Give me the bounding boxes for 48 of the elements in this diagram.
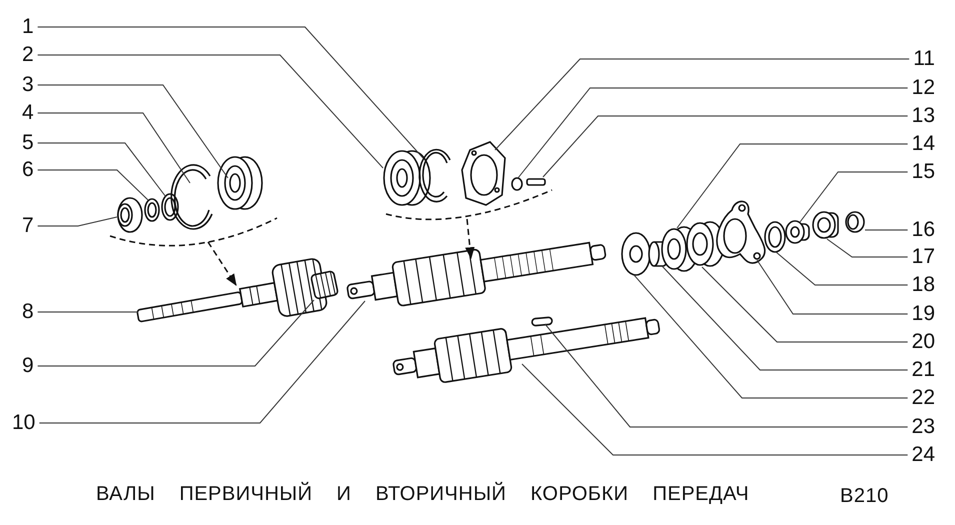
caption: ВАЛЫ ПЕРВИЧНЫЙ И ВТОРИЧНЫЙ КОРОБКИ ПЕРЕДАЧ (96, 483, 750, 506)
callout-number: 22 (912, 387, 935, 409)
callout-number: 11 (913, 48, 935, 70)
callout-number: 8 (22, 301, 34, 323)
leader-line (676, 144, 908, 228)
leader-line (826, 238, 908, 258)
callout-number: 13 (912, 105, 935, 127)
callout-number: 15 (912, 161, 935, 183)
leader-line (37, 26, 424, 158)
leader-line (776, 252, 908, 286)
leader-line (662, 266, 908, 370)
callout-number: 6 (22, 159, 34, 181)
leader-line (37, 142, 166, 198)
leader-line (38, 300, 366, 424)
callout-number: 20 (912, 331, 935, 353)
callout-number: 17 (912, 246, 935, 268)
leader-line (37, 112, 190, 184)
leader-line (544, 324, 908, 428)
callout-number: 19 (912, 303, 935, 325)
leader-line (37, 54, 384, 168)
callout-number: 14 (912, 133, 935, 155)
callout-number: 16 (912, 219, 935, 241)
callout-number: 9 (22, 355, 34, 377)
callout-number: 4 (22, 102, 34, 124)
leader-line (800, 172, 908, 222)
callout-number: 18 (912, 274, 935, 296)
figure-code: В210 (840, 485, 889, 508)
leader-line (37, 300, 314, 366)
leader-line (702, 266, 908, 342)
leader-line (37, 216, 118, 226)
leader-line (756, 260, 908, 314)
leader-line (542, 116, 908, 178)
callout-number: 24 (912, 444, 935, 466)
leader-line (37, 170, 148, 200)
leader-line (522, 364, 908, 456)
callout-number: 1 (22, 16, 34, 38)
leader-line (37, 84, 228, 178)
leader-line (494, 58, 910, 150)
callout-number: 21 (912, 359, 935, 381)
callout-number: 5 (22, 132, 34, 154)
leader-line (518, 88, 908, 178)
callout-number: 7 (22, 215, 34, 237)
callout-number: 2 (22, 44, 34, 66)
callout-number: 12 (912, 77, 935, 99)
leader-line (634, 274, 908, 398)
callout-number: 10 (12, 412, 36, 434)
callout-number: 3 (22, 74, 34, 96)
callout-number: 23 (912, 416, 935, 438)
